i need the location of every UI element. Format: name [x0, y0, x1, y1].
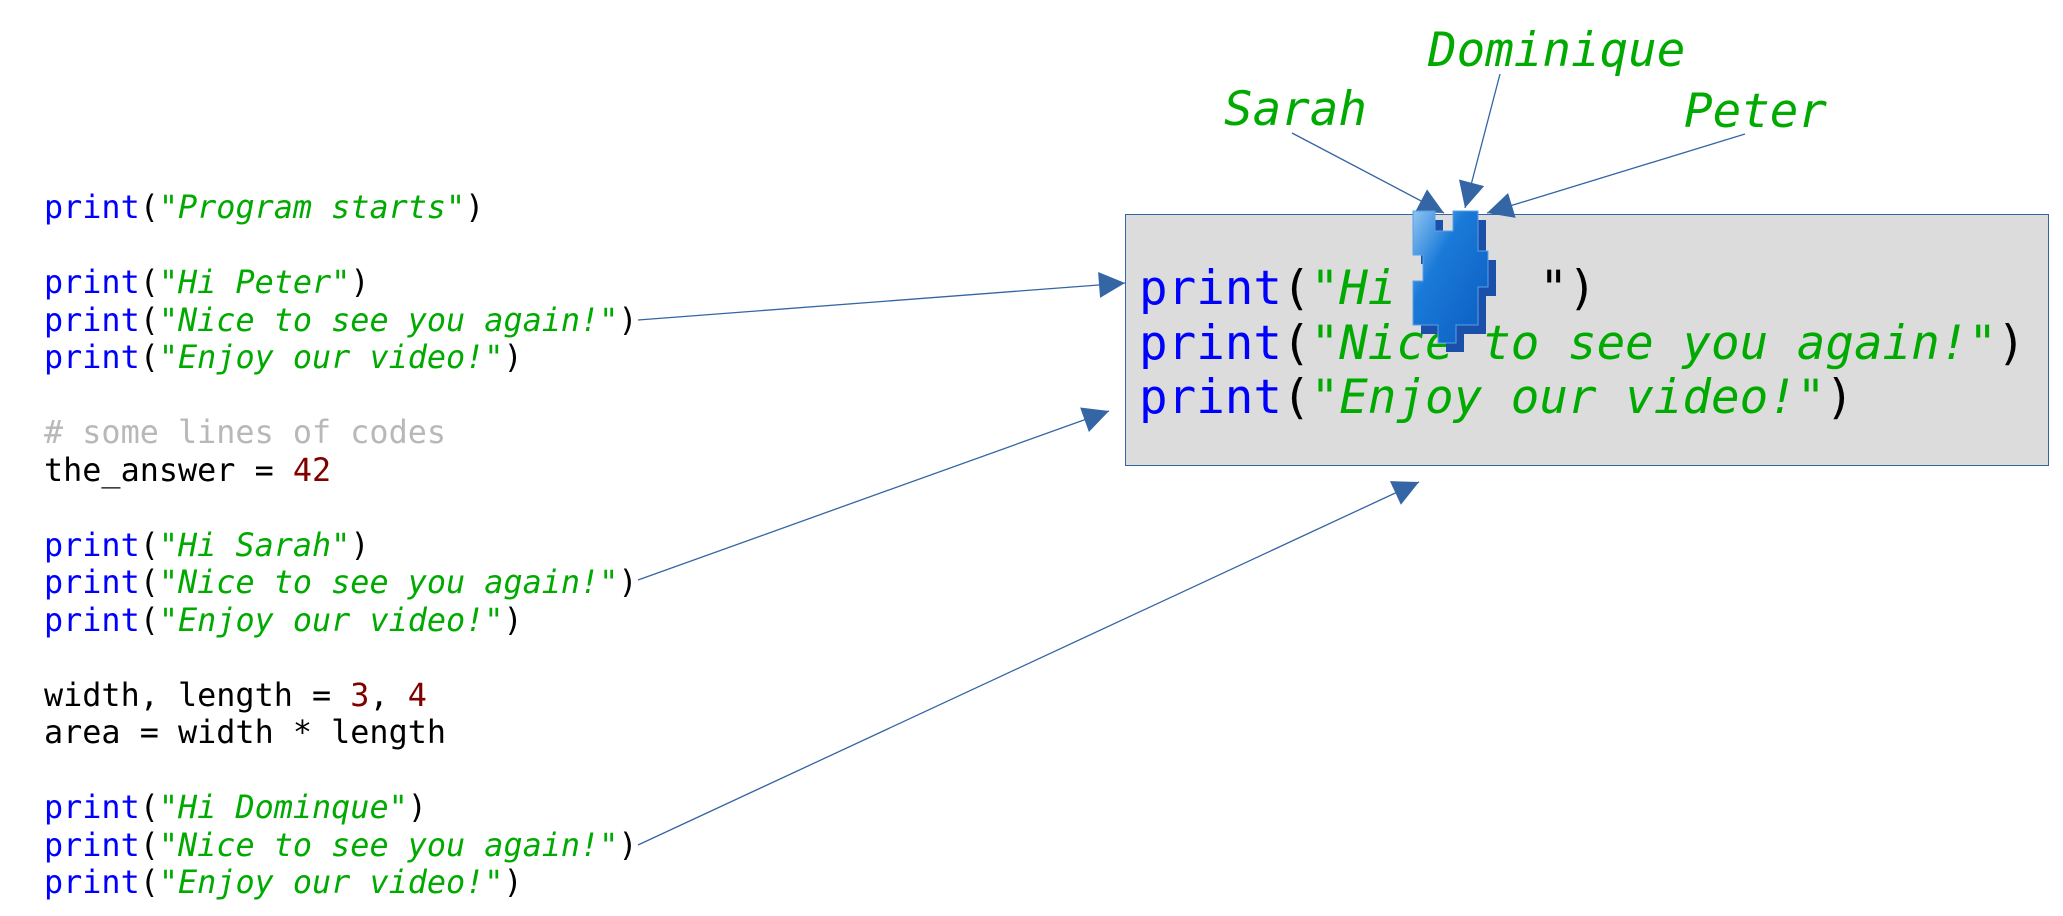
arrow-sarah-name — [1291, 132, 1445, 214]
keyword: print — [44, 564, 140, 601]
paren: ( — [139, 526, 159, 564]
string: "Hi Sarah" — [158, 526, 351, 564]
string: "Hi — [1310, 261, 1425, 316]
name-label-peter: Peter — [1684, 84, 1827, 139]
arrow-peter-block — [637, 272, 1126, 321]
arrow-dominique-block — [637, 481, 1420, 846]
keyword: print — [44, 826, 140, 864]
string: "Nice to see you again!" — [1310, 315, 1997, 371]
quote: " — [1539, 261, 1568, 316]
code-line: the_answer = 42 — [44, 452, 637, 490]
source-code: print("Program starts") print("Hi Peter"… — [44, 189, 637, 902]
code-line: print("Hi Dominque") — [44, 789, 637, 827]
keyword: print — [1139, 261, 1282, 316]
code-line: width, length = 3, 4 — [44, 677, 637, 715]
code-line: print("Hi ") — [1139, 261, 2026, 317]
arrow-sarah-block — [637, 407, 1110, 581]
number: 4 — [407, 676, 427, 714]
code-line: print("Enjoy our video!") — [44, 602, 637, 640]
paren: ( — [139, 264, 159, 301]
code-line: print("Nice to see you again!") — [44, 302, 637, 340]
paren: ) — [618, 826, 638, 864]
keyword: print — [1139, 370, 1282, 426]
keyword: print — [44, 864, 140, 901]
code-line: print("Program starts") — [44, 189, 637, 227]
code-text: , — [369, 676, 408, 714]
paren: ) — [503, 864, 523, 901]
paren: ) — [618, 301, 638, 339]
code-line: print("Hi Sarah") — [44, 527, 637, 565]
code-line: print("Enjoy our video!") — [44, 339, 637, 377]
keyword: print — [44, 526, 140, 564]
string: "Program starts" — [158, 189, 466, 226]
code-text: the_answer = — [44, 451, 293, 489]
paren: ) — [407, 789, 427, 826]
paren: ) — [1825, 370, 1854, 426]
keyword: print — [44, 301, 140, 339]
name-label-sarah: Sarah — [1224, 82, 1367, 137]
code-line: # some lines of codes — [44, 414, 637, 452]
string: "Enjoy our video!" — [158, 864, 504, 901]
string: "Hi Peter" — [158, 264, 351, 301]
paren: ( — [139, 301, 159, 339]
paren: ) — [503, 601, 523, 639]
code-line: print("Nice to see you again!") — [44, 564, 637, 602]
code-line: print("Nice to see you again!") — [44, 827, 637, 865]
paren: ( — [139, 601, 159, 639]
arrow-peter-name — [1486, 133, 1746, 218]
keyword: print — [1139, 315, 1282, 371]
code-line: print("Enjoy our video!") — [1139, 370, 2026, 426]
paren: ) — [503, 339, 523, 376]
string: "Nice to see you again!" — [158, 564, 619, 601]
function-box — [1125, 214, 2049, 466]
code-line: print("Nice to see you again!") — [1139, 315, 2026, 372]
paren: ( — [139, 826, 159, 864]
code-text: area = width * length — [44, 714, 447, 751]
paren: ) — [1568, 261, 1597, 316]
keyword: print — [44, 189, 140, 226]
paren: ) — [618, 564, 638, 601]
number: 3 — [350, 676, 370, 714]
string: "Hi Dominque" — [158, 789, 408, 826]
puzzle-piece-icon — [1412, 210, 1496, 352]
keyword: print — [44, 789, 140, 826]
code-line: print("Hi Peter") — [44, 264, 637, 302]
function-box-code: print("Hi ") print("Nice to see you agai… — [1139, 261, 2026, 426]
keyword: print — [44, 339, 140, 376]
name-label-dominique: Dominique — [1428, 23, 1686, 78]
string: "Nice to see you again!" — [158, 301, 619, 339]
paren: ( — [1282, 261, 1311, 316]
paren: ( — [139, 864, 159, 901]
paren: ( — [1282, 370, 1311, 426]
comment: # some lines of codes — [44, 414, 447, 451]
string: "Enjoy our video!" — [1310, 370, 1826, 426]
number: 42 — [292, 451, 332, 489]
keyword: print — [44, 264, 140, 301]
string: "Enjoy our video!" — [158, 601, 504, 639]
paren: ) — [1996, 315, 2026, 371]
code-text: width, length = — [44, 676, 351, 714]
paren: ) — [465, 189, 485, 226]
paren: ( — [139, 339, 159, 376]
paren: ) — [350, 526, 370, 564]
code-line: area = width * length — [44, 714, 637, 752]
arrow-dominique-name — [1458, 73, 1501, 209]
string: "Nice to see you again!" — [158, 826, 619, 864]
paren: ( — [139, 564, 159, 601]
paren: ) — [350, 264, 370, 301]
paren: ( — [139, 189, 159, 226]
code-line: print("Enjoy our video!") — [44, 864, 637, 902]
paren: ( — [139, 789, 159, 826]
paren: ( — [1282, 315, 1311, 371]
keyword: print — [44, 601, 140, 639]
string: "Enjoy our video!" — [158, 339, 504, 376]
